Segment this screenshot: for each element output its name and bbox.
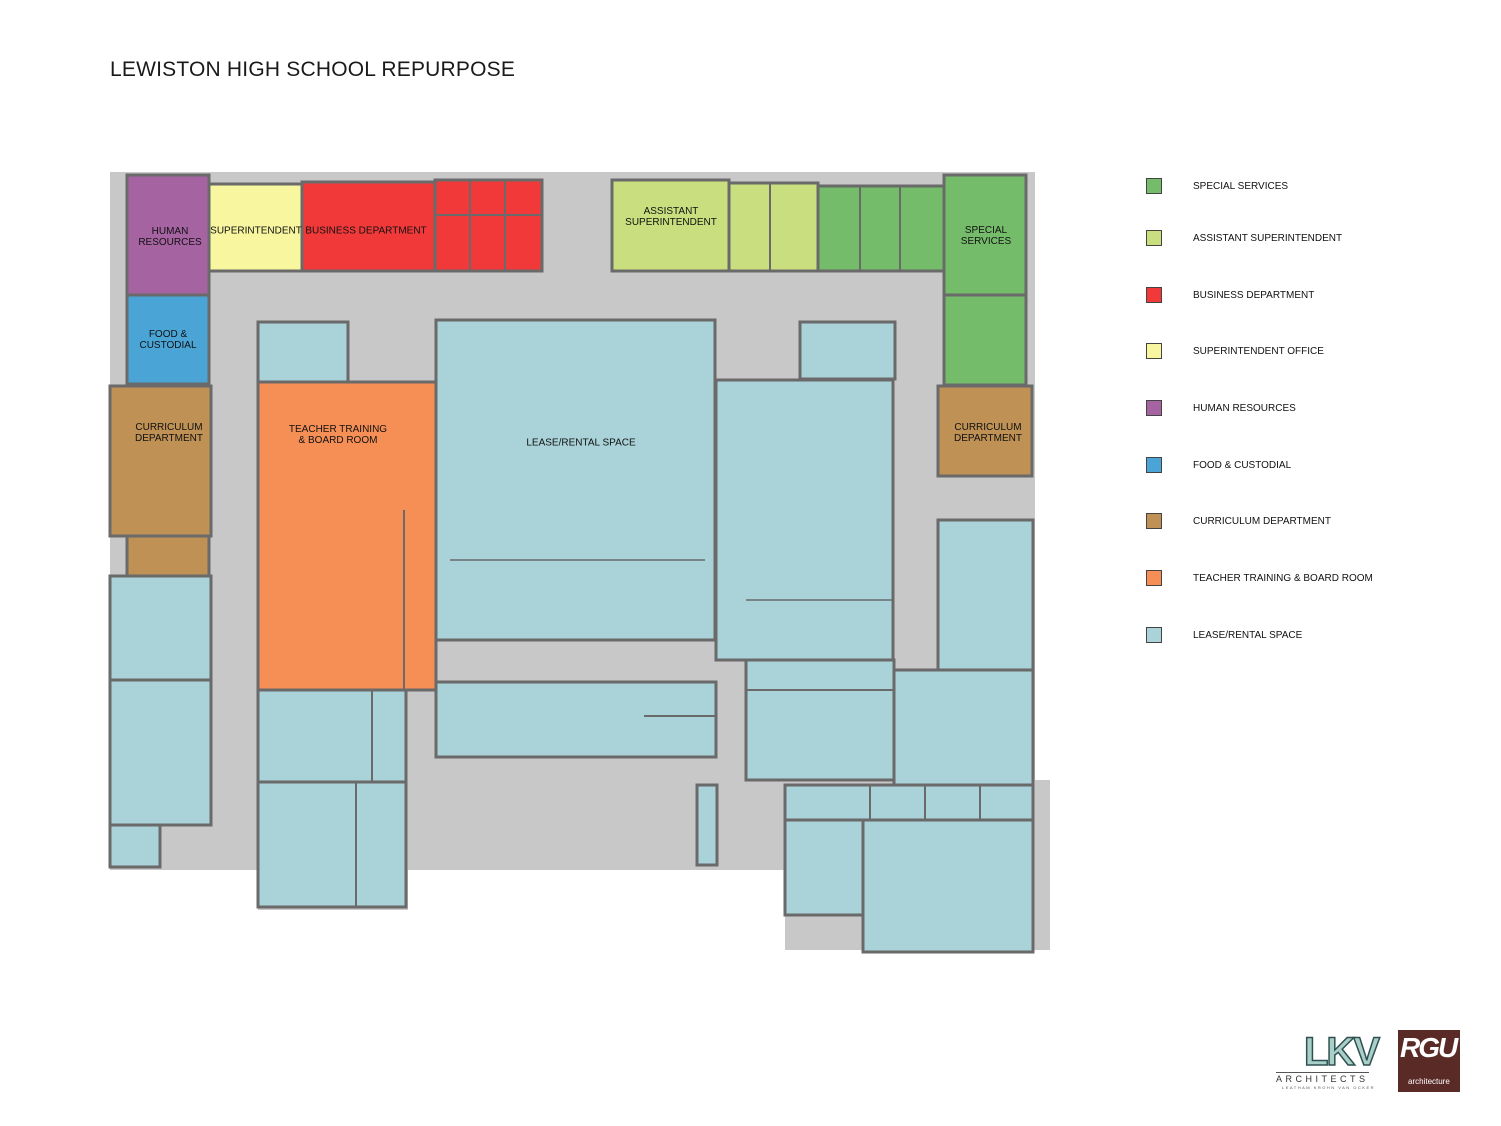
- legend-item-curriculum-department: CURRICULUM DEPARTMENT: [1146, 511, 1466, 531]
- room-curriculum-west: [108, 384, 213, 538]
- room-label-superintendent: SUPERINTENDENT: [210, 226, 302, 237]
- room-lease-west-2: [108, 678, 213, 827]
- room-lease-rental-main: [434, 318, 717, 642]
- room-lease-ec-south: [744, 658, 896, 782]
- logos: LKV ARCHITECTS LEATHAM KROHN VAN OCKER R…: [1252, 1020, 1462, 1095]
- room-lease-cw-1: [256, 688, 408, 784]
- room-lease-central-south: [434, 680, 718, 759]
- legend-label: BUSINESS DEPARTMENT: [1193, 290, 1315, 301]
- room-food-custodial: [125, 293, 211, 386]
- room-label-lease-rental: LEASE/RENTAL SPACE: [526, 438, 636, 449]
- legend-item-food-custodial: FOOD & CUSTODIAL: [1146, 455, 1466, 475]
- room-special-services-offices: [816, 184, 946, 273]
- room-label-food-custodial: FOOD &CUSTODIAL: [139, 329, 196, 351]
- rgu-logo-mark: RGU: [1400, 1032, 1458, 1063]
- legend-label: FOOD & CUSTODIAL: [1193, 460, 1292, 471]
- room-label-teacher-training: TEACHER TRAINING& BOARD ROOM: [289, 424, 387, 446]
- lkv-logo-subtitle: ARCHITECTS: [1276, 1072, 1369, 1084]
- legend-label: LEASE/RENTAL SPACE: [1193, 630, 1303, 641]
- legend-swatch: [1146, 627, 1162, 643]
- room-lease-east-1: [936, 518, 1035, 672]
- room-lease-west-3: [108, 823, 162, 869]
- room-business-offices: [433, 178, 544, 273]
- page-title: LEWISTON HIGH SCHOOL REPURPOSE: [110, 58, 516, 81]
- room-teacher-training: [256, 380, 438, 692]
- room-lease-west-1: [108, 574, 213, 682]
- room-lease-cw-top: [256, 320, 350, 384]
- legend-swatch: [1146, 513, 1162, 529]
- legend-label: CURRICULUM DEPARTMENT: [1193, 516, 1331, 527]
- room-label-business-department: BUSINESS DEPARTMENT: [305, 226, 426, 237]
- legend-label: ASSISTANT SUPERINTENDENT: [1193, 233, 1343, 244]
- legend-swatch: [1146, 570, 1162, 586]
- legend-swatch: [1146, 230, 1162, 246]
- room-lease-se-large: [861, 818, 1035, 954]
- room-lease-east-2: [892, 668, 1035, 787]
- legend-swatch: [1146, 178, 1162, 194]
- legend-item-human-resources: HUMAN RESOURCES: [1146, 398, 1466, 418]
- legend-swatch: [1146, 343, 1162, 359]
- rgu-logo-subtitle: architecture: [1408, 1077, 1450, 1086]
- legend-label: TEACHER TRAINING & BOARD ROOM: [1193, 573, 1373, 584]
- room-lease-ec-large: [714, 378, 895, 662]
- room-business-department: [300, 180, 437, 273]
- legend-item-lease-rental: LEASE/RENTAL SPACE: [1146, 625, 1466, 645]
- legend-swatch: [1146, 400, 1162, 416]
- legend-label: HUMAN RESOURCES: [1193, 403, 1296, 414]
- legend-item-teacher-training: TEACHER TRAINING & BOARD ROOM: [1146, 568, 1466, 588]
- legend-swatch: [1146, 457, 1162, 473]
- room-human-resources: [125, 173, 211, 297]
- legend-label: SPECIAL SERVICES: [1193, 181, 1289, 192]
- room-special-services-2: [942, 293, 1028, 387]
- legend-item-assistant-superintendent: ASSISTANT SUPERINTENDENT: [1146, 228, 1466, 248]
- room-stair-south: [695, 783, 719, 867]
- room-lease-ec-top: [798, 320, 897, 381]
- lkv-logo-partners: LEATHAM KROHN VAN OCKER: [1282, 1085, 1376, 1090]
- legend-swatch: [1146, 287, 1162, 303]
- legend-item-business-department: BUSINESS DEPARTMENT: [1146, 285, 1466, 305]
- room-special-services: [942, 173, 1028, 297]
- room-curriculum-east: [936, 384, 1034, 478]
- plan-shapes: [108, 172, 1050, 954]
- room-assistant-offices: [727, 181, 820, 273]
- room-lease-se-top: [783, 783, 1035, 822]
- lkv-logo-mark: LKV: [1303, 1029, 1381, 1075]
- rgu-logo: RGU architecture: [1398, 1030, 1460, 1092]
- room-lease-cw-2: [256, 780, 408, 909]
- room-curriculum-west-2: [125, 534, 211, 578]
- legend-item-special-services: SPECIAL SERVICES: [1146, 176, 1466, 196]
- room-lease-se-small: [783, 818, 865, 917]
- room-assistant-superintendent: [610, 178, 731, 273]
- legend-item-superintendent-office: SUPERINTENDENT OFFICE: [1146, 341, 1466, 361]
- legend-label: SUPERINTENDENT OFFICE: [1193, 346, 1324, 357]
